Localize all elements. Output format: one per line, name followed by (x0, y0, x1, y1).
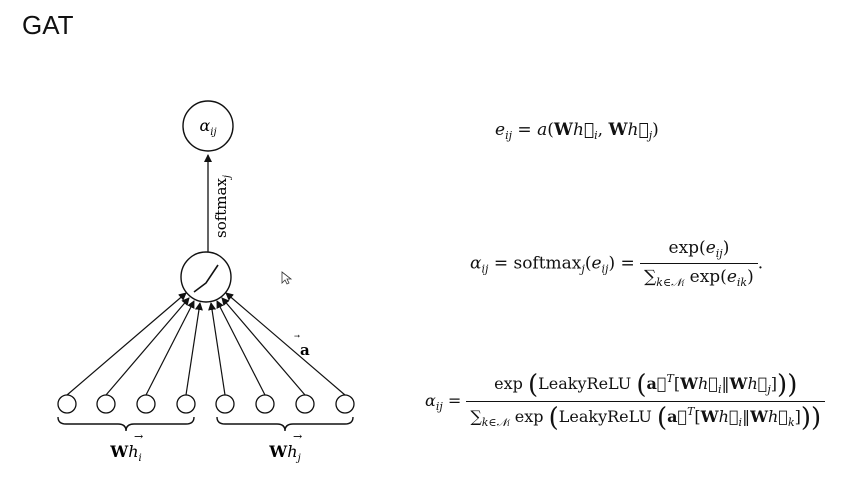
input-node-j-2 (255, 394, 275, 414)
softmax-label: softmaxj (212, 175, 233, 238)
left-group-label: Whi (109, 442, 141, 464)
activation-node (180, 251, 232, 303)
input-node-j-3 (295, 394, 315, 414)
left-brace (57, 416, 195, 432)
input-node-j-1 (215, 394, 235, 414)
input-node-i-3 (136, 394, 156, 414)
right-group-label: Whj (268, 442, 300, 464)
svg-text:→: → (293, 430, 302, 443)
input-node-i-2 (96, 394, 116, 414)
softmax-fraction: exp(eij) ∑k∈𝒩i exp(eik) (640, 238, 758, 290)
leaky-relu-icon (193, 264, 219, 293)
input-node-i-1 (57, 394, 77, 414)
right-brace (216, 416, 354, 432)
slide-title: GAT (22, 10, 74, 40)
output-node (182, 100, 234, 152)
svg-text:⃗: ⃗ (294, 334, 300, 338)
equation-attention-coefficient: αij = exp (LeakyReLU (a⃗T[Wh⃗i‖Wh⃗j])) ∑… (425, 372, 826, 431)
svg-text:→: → (134, 430, 143, 443)
input-node-j-4 (335, 394, 355, 414)
input-edges (66, 292, 346, 396)
equation-softmax: αij = softmaxj(eij) = exp(eij) ∑k∈𝒩i exp… (470, 238, 764, 290)
attention-vector-label: a (300, 341, 310, 359)
input-node-i-4 (176, 394, 196, 414)
attention-fraction: exp (LeakyReLU (a⃗T[Wh⃗i‖Wh⃗j])) ∑k∈𝒩i e… (466, 372, 826, 431)
equation-energy: eij = a(Wh⃗i, Wh⃗j) (495, 120, 659, 142)
input-nodes (57, 394, 355, 414)
mouse-cursor-icon (281, 271, 293, 285)
